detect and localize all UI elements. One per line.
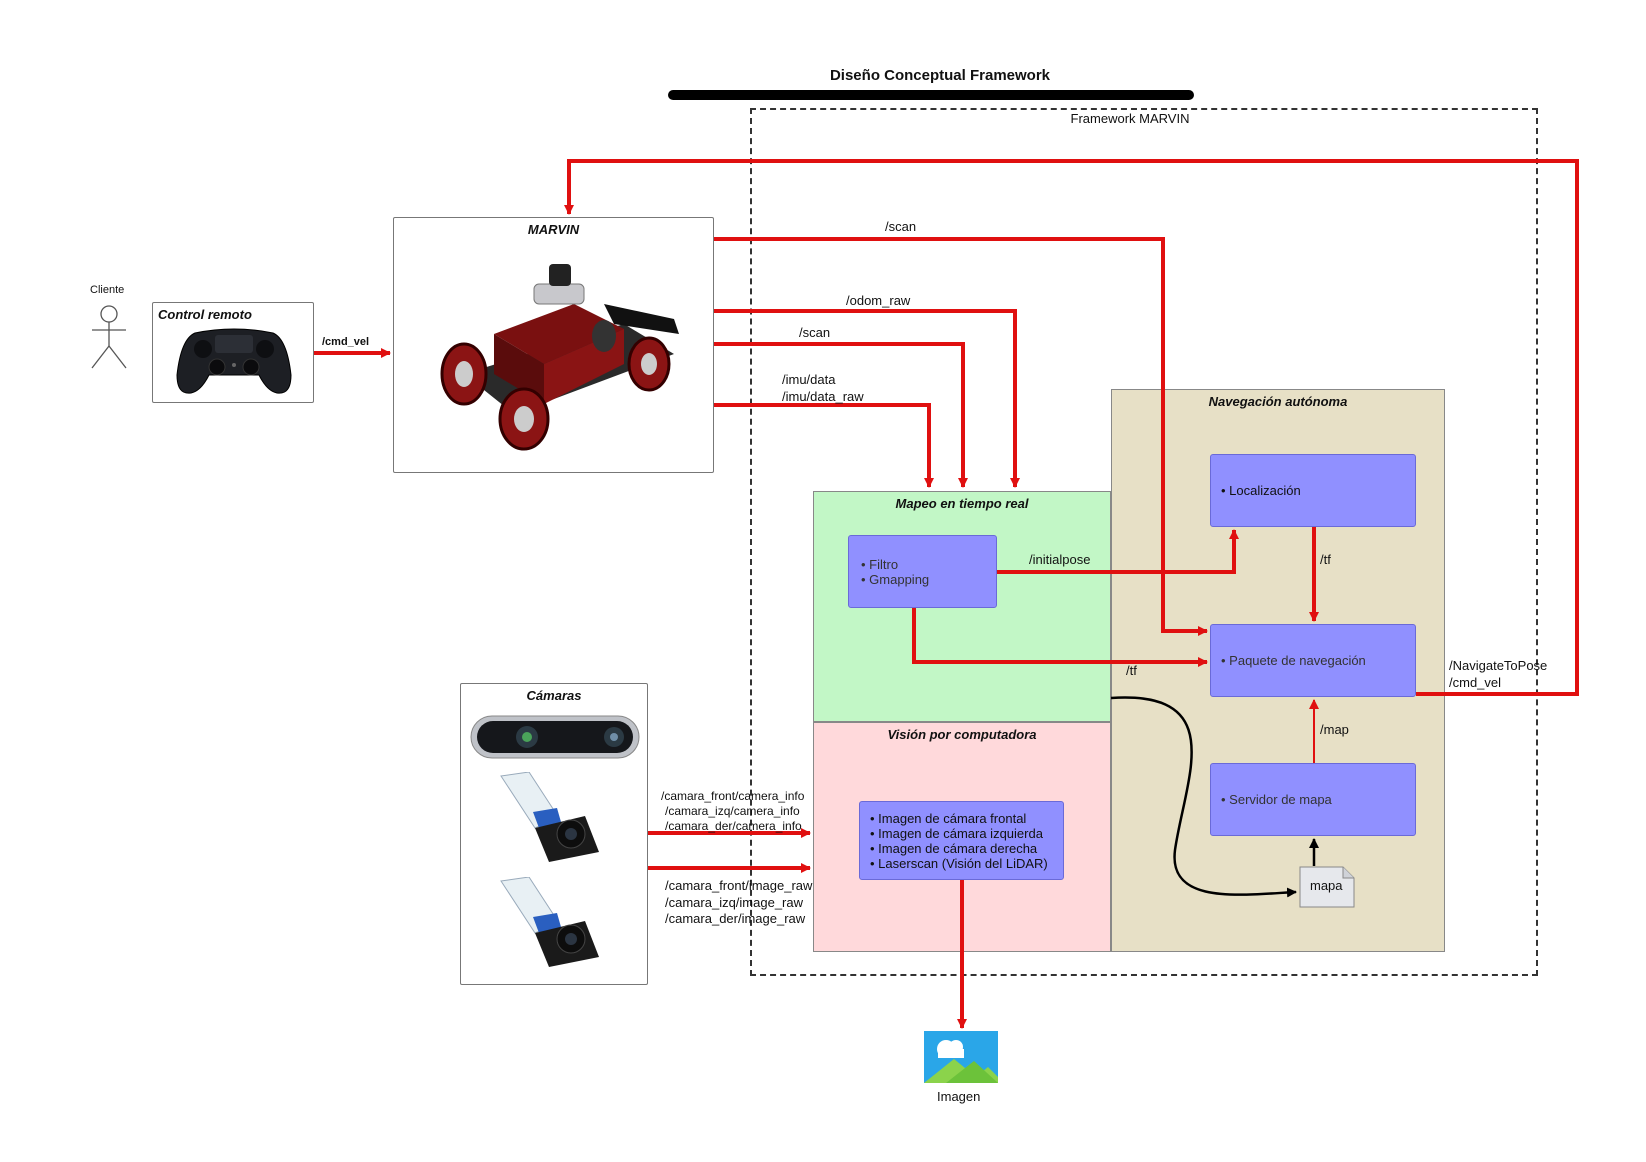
vision-item-laserscan: Laserscan (Visión del LiDAR) <box>870 856 1063 871</box>
map-server-label: Servidor de mapa <box>1221 792 1415 807</box>
mapping-item-filter: Filtro <box>861 557 996 572</box>
arrow-initialpose <box>997 529 1239 574</box>
vision-item-front: Imagen de cámara frontal <box>870 811 1063 826</box>
label-scan-top: /scan <box>885 219 917 234</box>
arrow-mapping-to-mapa <box>1110 696 1297 898</box>
camera-module-front-icon <box>500 772 599 862</box>
vision-title: Visión por computadora <box>887 727 1037 742</box>
label-navigate-to-pose: /NavigateToPose <box>1449 658 1548 673</box>
nav-package-node[interactable]: Paquete de navegación <box>1210 624 1416 697</box>
diagram-title: Diseño Conceptual Framework <box>829 67 1051 84</box>
mapping-title: Mapeo en tiempo real <box>895 496 1029 511</box>
framework-container <box>750 108 1538 976</box>
cameras-box: Cámaras <box>460 683 648 985</box>
map-server-node[interactable]: Servidor de mapa <box>1210 763 1416 836</box>
cameras-title: Cámaras <box>526 688 582 703</box>
mapping-node[interactable]: Filtro Gmapping <box>848 535 997 608</box>
title-underline <box>668 90 1194 100</box>
actor-stick-figure-icon <box>91 305 127 369</box>
image-output-icon <box>924 1031 998 1083</box>
actor-label: Cliente <box>90 284 125 296</box>
navigation-title: Navegación autónoma <box>1208 394 1348 409</box>
framework-label: Framework MARVIN <box>1070 111 1190 126</box>
remote-control-title: Control remoto <box>158 307 252 322</box>
mapping-item-gmapping: Gmapping <box>861 572 996 587</box>
vision-node[interactable]: Imagen de cámara frontal Imagen de cámar… <box>859 801 1064 880</box>
arrow-navigate-to-pose <box>564 159 1579 696</box>
label-initialpose: /initialpose <box>1029 552 1091 567</box>
label-scan: /scan <box>799 325 831 340</box>
nav-package-label: Paquete de navegación <box>1221 653 1415 668</box>
map-document-label: mapa <box>1310 878 1343 893</box>
camera-module-side-icon <box>500 877 599 967</box>
label-camera-info-front: /camara_front/camera_info <box>661 789 805 803</box>
label-odom-raw: /odom_raw <box>846 293 911 308</box>
arrow-odom-raw <box>714 309 1020 488</box>
label-tf-mapping: /tf <box>1126 663 1137 678</box>
arrow-tf-mapping <box>912 608 1208 667</box>
gamepad-icon <box>176 328 292 394</box>
localization-label: Localización <box>1221 483 1415 498</box>
arrow-imu <box>714 403 934 488</box>
label-camera-info-right: /camara_der/camera_info <box>665 819 802 833</box>
arrow-scan-to-nav <box>714 237 1208 636</box>
vision-item-right: Imagen de cámara derecha <box>870 841 1063 856</box>
vision-item-left: Imagen de cámara izquierda <box>870 826 1063 841</box>
label-image-raw-front: /camara_front/image_raw <box>665 878 813 893</box>
label-camera-info-left: /camara_izq/camera_info <box>665 804 800 818</box>
label-image-raw-left: /camara_izq/image_raw <box>665 895 804 910</box>
robot-car-icon <box>440 264 679 451</box>
label-map: /map <box>1320 722 1349 737</box>
marvin-robot-box: MARVIN <box>393 217 714 473</box>
label-cmd-vel-out: /cmd_vel <box>1449 675 1502 690</box>
label-imu-data: /imu/data <box>782 372 836 387</box>
label-imu-data-raw: /imu/data_raw <box>782 389 864 404</box>
label-tf-localization: /tf <box>1320 552 1331 567</box>
label-cmd-vel: /cmd_vel <box>322 336 370 348</box>
localization-node[interactable]: Localización <box>1210 454 1416 527</box>
remote-control-box: Control remoto <box>152 302 314 403</box>
map-document-icon <box>1299 866 1355 908</box>
image-output-label: Imagen <box>937 1089 981 1104</box>
marvin-title: MARVIN <box>527 222 580 237</box>
depth-camera-icon <box>470 715 640 759</box>
label-image-raw-right: /camara_der/image_raw <box>665 911 806 926</box>
arrow-scan-to-mapping <box>714 342 968 488</box>
